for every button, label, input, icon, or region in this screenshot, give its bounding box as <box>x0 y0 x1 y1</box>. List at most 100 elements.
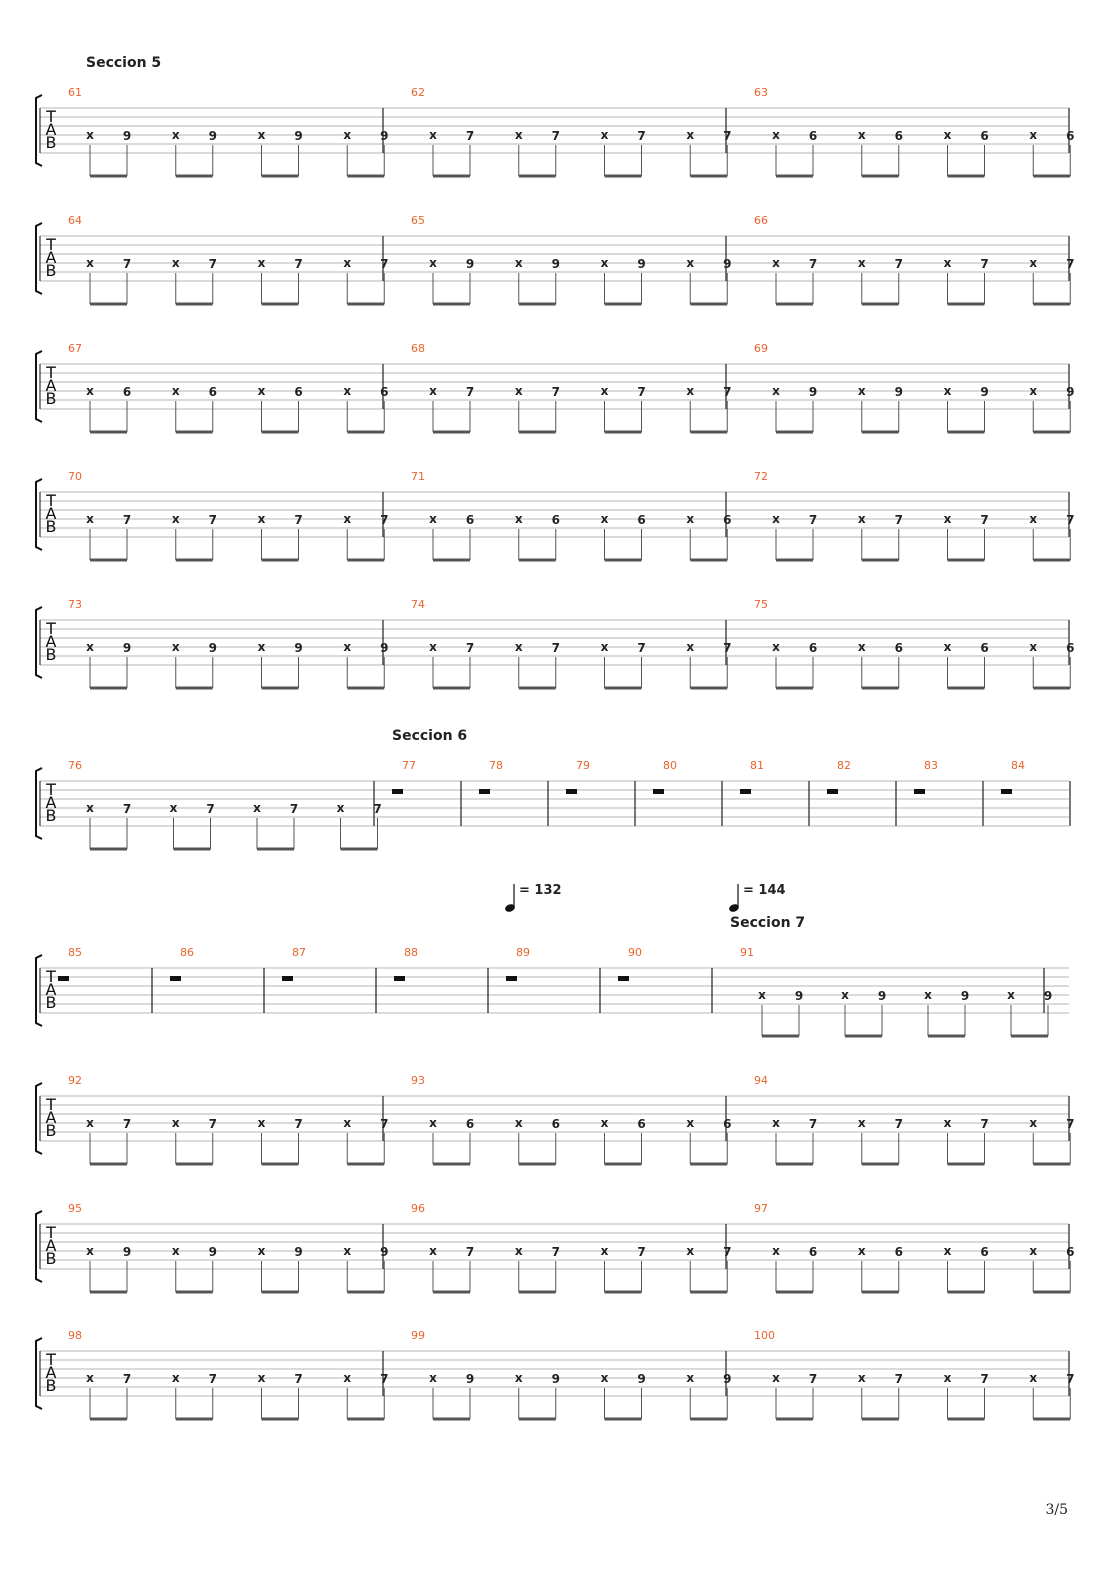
fret-number: 7 <box>723 1245 731 1259</box>
measure-rest <box>827 789 838 794</box>
fret-number: 7 <box>209 1372 217 1386</box>
muted-note: x <box>686 640 694 654</box>
fret-number: 9 <box>552 257 560 271</box>
fret-number: 9 <box>209 1245 217 1259</box>
muted-note: x <box>172 640 180 654</box>
muted-note: x <box>772 640 780 654</box>
note-beam <box>433 558 470 562</box>
muted-note: x <box>86 1116 94 1130</box>
muted-note: x <box>772 256 780 270</box>
tab-clef-letter: B <box>46 133 57 152</box>
fret-number: 7 <box>552 641 560 655</box>
note-beam <box>90 686 127 690</box>
fret-number: 7 <box>809 1372 817 1386</box>
tab-clef-letter: T <box>45 967 56 986</box>
fret-number: 7 <box>123 802 131 816</box>
tempo-marking: = 144 <box>743 883 786 898</box>
note-beam <box>947 1162 985 1166</box>
system-bracket <box>35 1337 43 1410</box>
note-beam <box>1033 558 1071 562</box>
fret-number: 9 <box>380 641 388 655</box>
note-beam <box>90 302 127 306</box>
muted-note: x <box>601 640 609 654</box>
note-beam <box>433 302 470 306</box>
note-beam <box>175 174 213 178</box>
page-number: 3/5 <box>1045 1502 1068 1518</box>
measure-rest <box>479 789 490 794</box>
fret-number: 9 <box>980 385 988 399</box>
fret-number: 7 <box>723 129 731 143</box>
fret-number: 9 <box>123 1245 131 1259</box>
note-beam <box>90 847 127 851</box>
muted-note: x <box>772 1371 780 1385</box>
muted-note: x <box>172 256 180 270</box>
note-beam <box>175 1290 213 1294</box>
muted-note: x <box>772 128 780 142</box>
muted-note: x <box>1029 256 1037 270</box>
muted-note: x <box>86 384 94 398</box>
note-beam <box>261 686 299 690</box>
measure-number: 96 <box>411 1202 425 1215</box>
system-bracket <box>35 954 43 1027</box>
note-beam <box>90 1162 127 1166</box>
note-beam <box>928 1034 965 1038</box>
note-beam <box>1033 686 1071 690</box>
muted-note: x <box>686 384 694 398</box>
fret-number: 9 <box>380 1245 388 1259</box>
note-beam <box>861 174 899 178</box>
system-bracket <box>35 606 43 679</box>
muted-note: x <box>429 384 437 398</box>
muted-note: x <box>1029 384 1037 398</box>
note-beam <box>604 686 642 690</box>
note-beam <box>861 1290 899 1294</box>
note-beam <box>261 430 299 434</box>
measure-rest <box>653 789 664 794</box>
muted-note: x <box>601 384 609 398</box>
fret-number: 7 <box>466 385 474 399</box>
tempo-marking: = 132 <box>519 883 562 898</box>
fret-number: 7 <box>552 1245 560 1259</box>
measure-number: 70 <box>68 470 82 483</box>
muted-note: x <box>343 1371 351 1385</box>
fret-number: 6 <box>1066 1245 1074 1259</box>
note-beam <box>433 1290 470 1294</box>
measure-number: 88 <box>404 946 418 959</box>
tab-clef-letter: A <box>46 1108 57 1127</box>
muted-note: x <box>343 1116 351 1130</box>
muted-note: x <box>772 512 780 526</box>
note-beam <box>433 686 470 690</box>
note-beam <box>90 1290 127 1294</box>
measure-number: 95 <box>68 1202 82 1215</box>
system-bracket <box>35 1082 43 1155</box>
fret-number: 9 <box>723 257 731 271</box>
measure-number: 80 <box>663 759 677 772</box>
measure-number: 77 <box>402 759 416 772</box>
tab-clef-letter: T <box>45 107 56 126</box>
muted-note: x <box>258 1244 266 1258</box>
measure-number: 78 <box>489 759 503 772</box>
note-beam <box>861 1162 899 1166</box>
tab-clef-letter: B <box>46 517 57 536</box>
tab-clef-letter: B <box>46 1376 57 1395</box>
fret-number: 7 <box>723 641 731 655</box>
fret-number: 7 <box>209 257 217 271</box>
tab-clef-letter: B <box>46 261 57 280</box>
muted-note: x <box>686 256 694 270</box>
muted-note: x <box>515 128 523 142</box>
note-beam <box>90 430 127 434</box>
note-beam <box>261 1162 299 1166</box>
muted-note: x <box>429 256 437 270</box>
muted-note: x <box>944 512 952 526</box>
tab-clef-letter: T <box>45 780 56 799</box>
fret-number: 7 <box>380 257 388 271</box>
measure-number: 97 <box>754 1202 768 1215</box>
fret-number: 7 <box>466 1245 474 1259</box>
muted-note: x <box>858 384 866 398</box>
measure-number: 68 <box>411 342 425 355</box>
note-beam <box>175 686 213 690</box>
fret-number: 7 <box>552 129 560 143</box>
fret-number: 7 <box>1066 513 1074 527</box>
note-beam <box>690 174 728 178</box>
measure-number: 83 <box>924 759 938 772</box>
muted-note: x <box>758 988 766 1002</box>
